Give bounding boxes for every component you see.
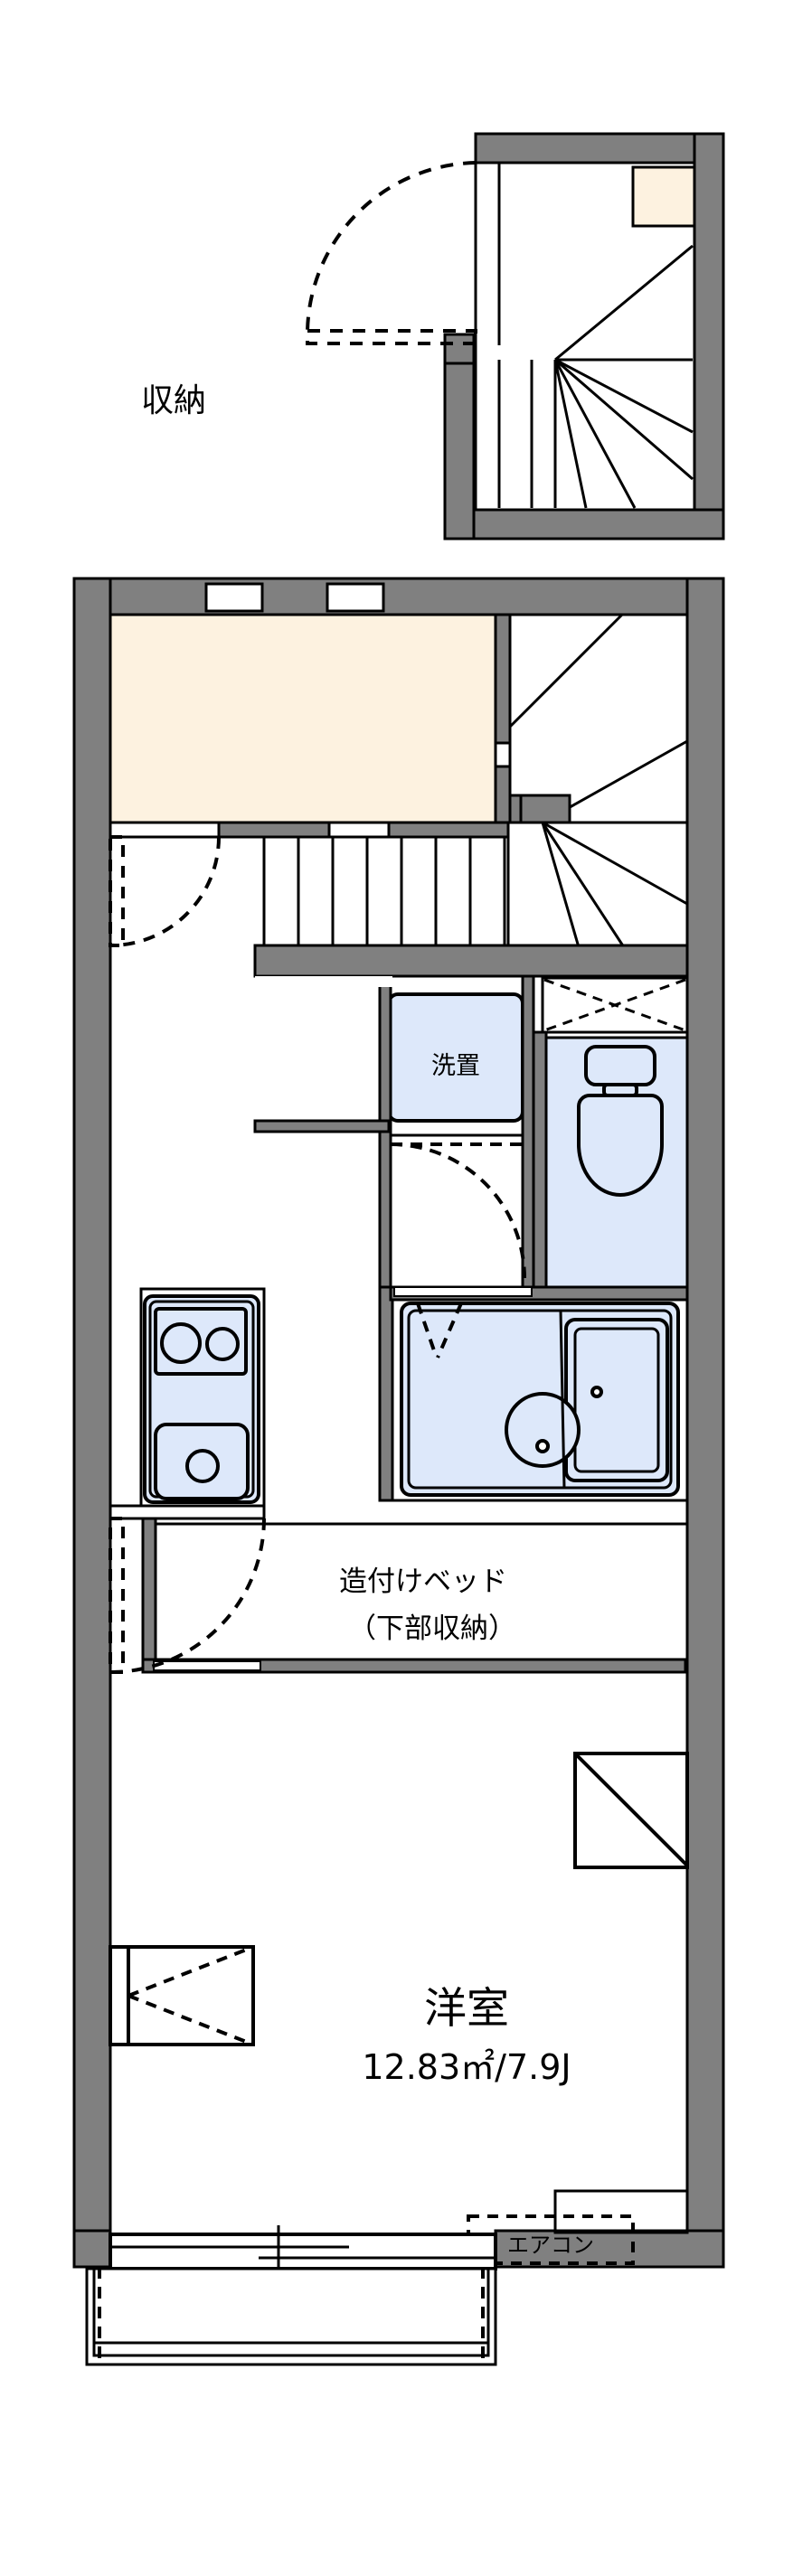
balcony — [85, 2267, 497, 2366]
balcony-window[interactable] — [109, 2225, 497, 2278]
entrance-door[interactable] — [305, 161, 477, 345]
built-in-bed — [141, 1517, 689, 1674]
upper-window-right[interactable] — [326, 582, 385, 613]
upper-window-left[interactable] — [204, 582, 264, 613]
washroom-door[interactable] — [390, 1133, 526, 1279]
toilet-fixture — [577, 1045, 664, 1198]
aircon-label: エアコン — [507, 2233, 594, 2258]
bathtub-fixture — [564, 1318, 669, 1482]
western-room-area: 12.83㎡/7.9J — [362, 2047, 571, 2087]
side-window[interactable] — [109, 1945, 255, 2046]
entry-door[interactable] — [109, 1504, 266, 1674]
storage-room — [109, 613, 510, 824]
toilet-room — [532, 976, 689, 1300]
two-burner-stove-icon — [154, 1307, 248, 1376]
western-room-label: 洋室 — [424, 1984, 509, 2034]
winder-stair-upper — [497, 244, 694, 509]
main-floor-plan: 収納 — [72, 382, 725, 2366]
storage-door[interactable] — [109, 821, 510, 839]
bathroom-folding-door[interactable] — [416, 1302, 463, 1359]
storage-room-label: 収納 — [141, 382, 206, 419]
bathroom — [378, 1285, 689, 1502]
hall-door-upper[interactable] — [109, 835, 221, 947]
kitchen-sink-icon — [154, 1423, 250, 1500]
stair-hall-partition — [494, 613, 512, 824]
side-niche-window[interactable] — [573, 1752, 689, 1869]
kitchen-counter-fixture — [139, 1287, 266, 1508]
entry-level-plan — [305, 132, 725, 541]
toilet-shelf-icon — [543, 978, 686, 1032]
built-in-bed-label-line1: 造付けベッド — [339, 1565, 507, 1598]
upper-entry-jamb — [474, 163, 501, 345]
stair-lower-wall — [253, 944, 689, 978]
washbasin-fixture — [505, 1392, 581, 1468]
built-in-bed-label-line2: （下部収納） — [348, 1612, 516, 1645]
aircon-niche — [553, 2189, 689, 2234]
corner-storage — [631, 165, 696, 228]
main-outer-walls — [72, 577, 725, 2269]
washer-space-label: 洗置 — [431, 1052, 480, 1080]
